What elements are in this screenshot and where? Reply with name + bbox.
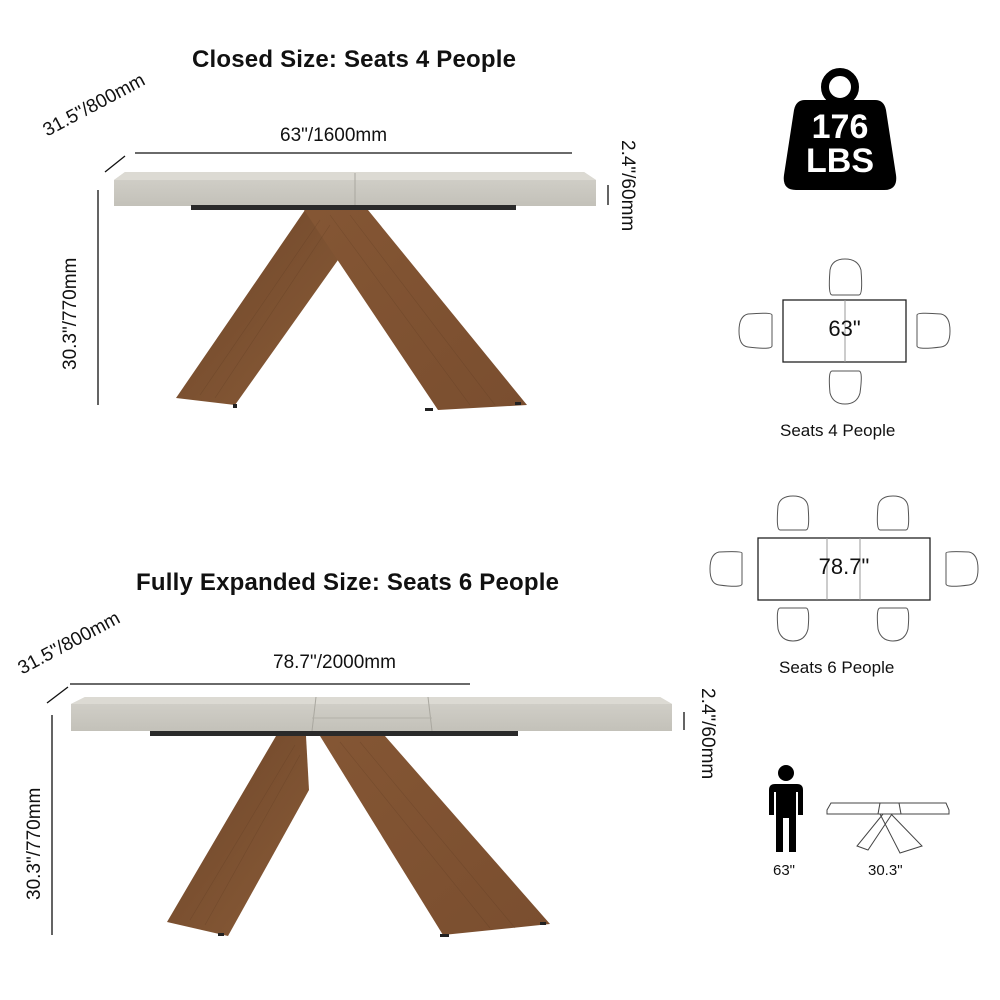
table-outline-icon [826, 802, 950, 854]
closed-width-label: 63"/1600mm [280, 125, 388, 146]
closed-dimension-lines [97, 152, 609, 405]
weight-unit: LBS [806, 142, 874, 180]
closed-height-label: 30.3"/770mm [60, 257, 81, 370]
expanded-thickness-label: 2.4"/60mm [697, 688, 718, 780]
closed-thickness-label: 2.4"/60mm [617, 140, 638, 232]
person-icon [769, 765, 803, 852]
expanded-height-label: 30.3"/770mm [24, 787, 45, 900]
weight-value: 176 [811, 108, 869, 146]
layout-6-diagram [709, 495, 979, 642]
person-height-label: 63" [773, 862, 796, 879]
weight-badge: 176 LBS [782, 110, 898, 178]
table-height-label: 30.3" [868, 862, 903, 879]
closed-size-title: Closed Size: Seats 4 People [192, 46, 517, 73]
expanded-width-label: 78.7"/2000mm [273, 652, 396, 673]
weight-icon [783, 68, 897, 190]
expanded-size-title: Fully Expanded Size: Seats 6 People [136, 569, 560, 596]
layout-6-caption: Seats 6 People [779, 658, 895, 677]
layout-4-caption: Seats 4 People [780, 421, 896, 440]
closed-table-illustration [114, 172, 596, 411]
expanded-table-illustration [71, 696, 672, 937]
layout-6-table-label: 78.7" [818, 554, 870, 579]
layout-4-diagram [738, 258, 951, 405]
expanded-dimension-lines [46, 683, 685, 935]
layout-4-table-label: 63" [828, 316, 861, 341]
